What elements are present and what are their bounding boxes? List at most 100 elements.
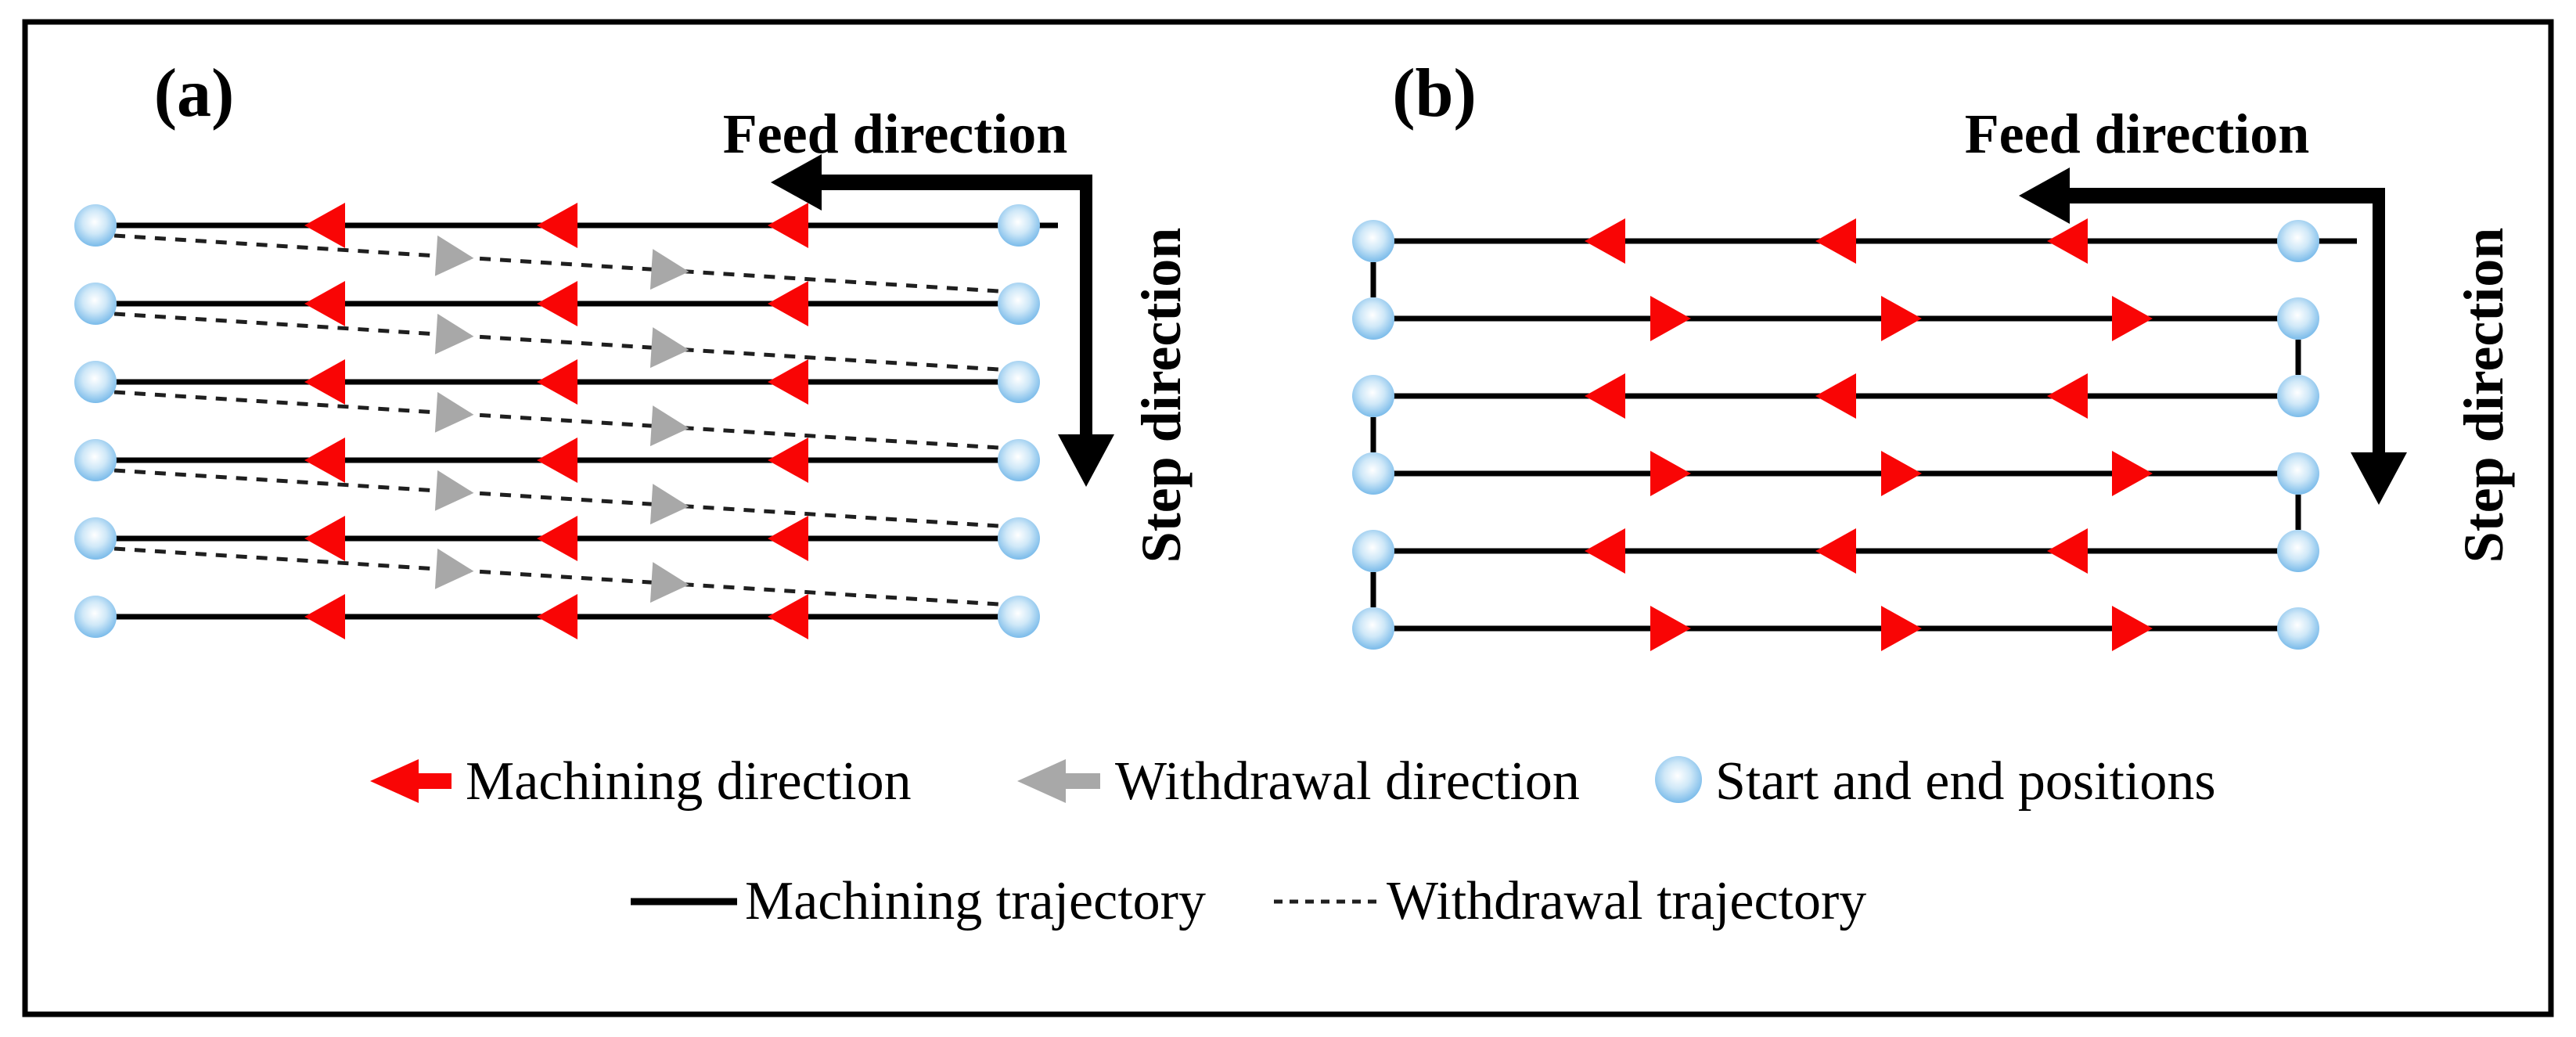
feed-arrowhead-left-icon <box>771 154 822 211</box>
legend: Machining direction Withdrawal direction… <box>370 751 2216 931</box>
start-end-position-marker <box>74 439 117 481</box>
machining-direction-arrow <box>2112 606 2153 651</box>
start-end-position-marker <box>998 596 1040 638</box>
machining-direction-arrow <box>1881 451 1922 496</box>
machining-direction-arrow <box>537 281 577 326</box>
legend-label-machining-trajectory: Machining trajectory <box>745 871 1206 931</box>
start-end-position-marker <box>1352 220 1394 262</box>
withdrawal-direction-arrow <box>434 235 474 276</box>
panel-b: (b) Feed direction Step direction <box>1352 56 2515 651</box>
start-end-position-marker <box>1352 297 1394 340</box>
machining-direction-arrow <box>304 516 345 561</box>
withdrawal-direction-arrow <box>649 327 689 369</box>
panel-a: (a) Feed direction Step direction <box>74 56 1193 639</box>
start-end-position-marker <box>1352 452 1394 495</box>
machining-direction-arrow <box>1650 606 1691 651</box>
withdrawal-direction-arrow <box>649 249 689 290</box>
machining-direction-arrow <box>537 203 577 248</box>
withdrawal-direction-arrow <box>434 470 474 511</box>
panel-a-toolpaths <box>74 203 1058 639</box>
start-end-position-marker <box>998 361 1040 403</box>
feed-direction-arrow-b <box>2019 167 2407 505</box>
machining-direction-arrow <box>1815 373 1856 419</box>
machining-direction-arrow <box>537 516 577 561</box>
withdrawal-direction-arrow <box>434 313 474 355</box>
start-end-position-marker <box>1352 607 1394 650</box>
withdrawal-trajectory-line <box>113 390 1012 451</box>
start-end-position-marker <box>74 283 117 325</box>
machining-direction-arrow <box>1650 296 1691 341</box>
step-direction-label-b: Step direction <box>2452 228 2515 564</box>
withdrawal-trajectory-line <box>113 233 1012 294</box>
panel-b-toolpaths <box>1352 218 2357 651</box>
machining-direction-arrow <box>2112 296 2153 341</box>
start-end-position-marker <box>2277 607 2319 650</box>
machining-direction-arrow <box>768 594 808 639</box>
withdrawal-trajectory-line <box>113 468 1012 529</box>
start-end-position-marker <box>998 204 1040 247</box>
legend-item-start-end-positions: Start and end positions <box>1655 751 2216 812</box>
start-end-position-marker <box>74 361 117 403</box>
panel-a-label: (a) <box>154 56 235 131</box>
legend-item-withdrawal-direction: Withdrawal direction <box>1017 751 1580 812</box>
machining-direction-arrow <box>304 359 345 405</box>
withdrawal-direction-arrow <box>649 562 689 603</box>
withdrawal-direction-arrow <box>649 405 689 447</box>
legend-item-machining-trajectory: Machining trajectory <box>631 871 1206 931</box>
withdrawal-direction-arrow <box>649 484 689 525</box>
machining-direction-arrow <box>768 516 808 561</box>
machining-direction-arrow <box>1585 373 1625 419</box>
start-end-position-marker-icon <box>1655 756 1702 803</box>
machining-direction-arrow <box>1881 296 1922 341</box>
machining-direction-arrow <box>537 359 577 405</box>
withdrawal-direction-arrow-icon <box>1017 759 1100 803</box>
machining-direction-arrow <box>1585 528 1625 574</box>
start-end-position-marker <box>2277 220 2319 262</box>
machining-direction-arrow <box>304 203 345 248</box>
start-end-position-marker <box>74 517 117 560</box>
machining-direction-arrow <box>2112 451 2153 496</box>
withdrawal-direction-arrow <box>434 391 474 433</box>
machining-direction-arrow <box>1815 218 1856 264</box>
start-end-position-marker <box>998 517 1040 560</box>
start-end-position-marker <box>2277 452 2319 495</box>
legend-label-machining-direction: Machining direction <box>466 751 912 812</box>
machining-direction-arrow <box>2047 218 2088 264</box>
withdrawal-trajectory-line <box>113 311 1012 373</box>
machining-direction-arrow-icon <box>370 759 452 803</box>
machining-direction-arrow <box>1881 606 1922 651</box>
machining-direction-arrow <box>768 281 808 326</box>
machining-direction-arrow <box>304 281 345 326</box>
figure-border <box>22 19 2554 1017</box>
start-end-position-marker <box>2277 530 2319 572</box>
withdrawal-direction-arrow <box>434 548 474 589</box>
step-direction-label-a: Step direction <box>1130 228 1193 564</box>
start-end-position-marker <box>74 596 117 638</box>
machining-direction-arrow <box>537 594 577 639</box>
feed-arrowhead-left-icon <box>2019 167 2070 224</box>
machining-direction-arrow <box>537 437 577 483</box>
legend-item-machining-direction: Machining direction <box>370 751 912 812</box>
machining-direction-arrow <box>2047 373 2088 419</box>
withdrawal-trajectory-line <box>113 546 1012 607</box>
start-end-position-marker <box>998 283 1040 325</box>
start-end-position-marker <box>2277 297 2319 340</box>
machining-direction-arrow <box>304 437 345 483</box>
machining-direction-arrow <box>2047 528 2088 574</box>
panel-b-label: (b) <box>1392 56 1477 131</box>
legend-label-withdrawal-direction: Withdrawal direction <box>1115 751 1580 812</box>
step-arrowhead-down-icon <box>1058 434 1114 487</box>
machining-direction-arrow <box>768 359 808 405</box>
feed-direction-arrow-a <box>771 154 1114 487</box>
start-end-position-marker <box>2277 375 2319 417</box>
machining-direction-arrow <box>1650 451 1691 496</box>
legend-label-withdrawal-trajectory: Withdrawal trajectory <box>1387 871 1866 931</box>
machining-direction-arrow <box>304 594 345 639</box>
machining-direction-arrow <box>1815 528 1856 574</box>
start-end-position-marker <box>998 439 1040 481</box>
machining-direction-arrow <box>768 437 808 483</box>
start-end-position-marker <box>74 204 117 247</box>
feed-direction-label-b: Feed direction <box>1965 103 2310 165</box>
